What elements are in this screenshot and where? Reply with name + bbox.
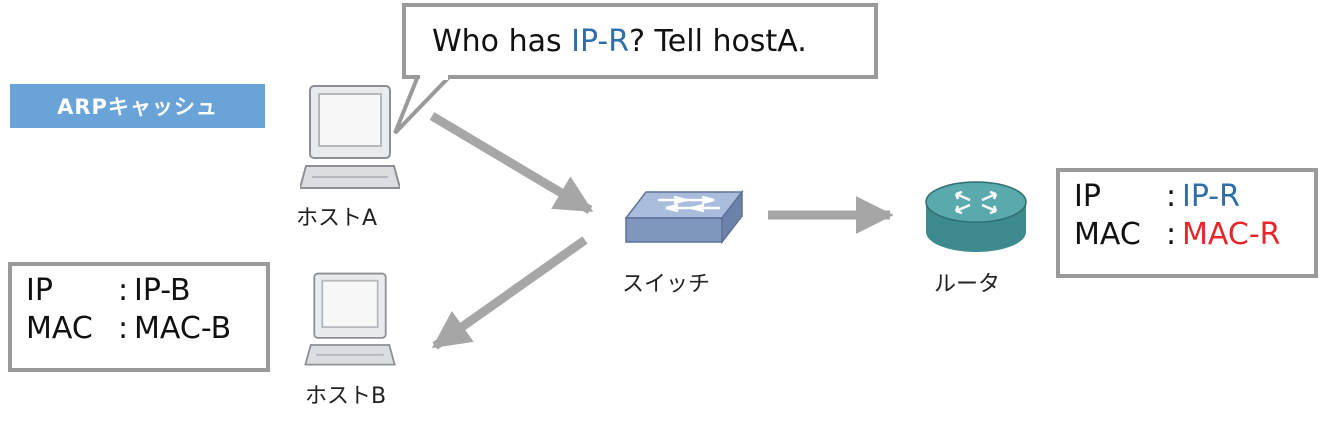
network-switch-icon [624,189,744,245]
request-suffix: ? Tell hostA. [629,23,807,59]
request-prefix: Who has [432,23,572,59]
host-b-ip-value: IP-B [134,273,191,308]
colon: : [1165,179,1177,214]
router-mac-row: MAC : MAC-R [1074,216,1314,254]
host-b-info-box: IP : IP-B MAC : MAC-B [8,262,270,372]
arp-request-bubble: Who has IP-R? Tell hostA. [402,3,878,79]
router-ip-key: IP [1074,179,1101,214]
router-ip-value: IP-R [1182,179,1240,214]
colon: : [1165,217,1177,252]
host-b-mac-row: MAC : MAC-B [26,310,266,348]
router-info-box: IP : IP-R MAC : MAC-R [1056,168,1318,278]
colon: : [117,311,129,346]
bubble-tail-joint [420,74,448,80]
arrow-switch-to-hostb [431,236,588,350]
arp-cache-label: ARPキャッシュ [57,95,218,119]
host-b-label: ホストB [305,384,387,409]
router-mac-value: MAC-R [1182,217,1281,252]
host-b-pc-icon [304,272,396,366]
router-icon [925,181,1027,252]
switch-label: スイッチ [622,272,711,297]
arrow-hosta-to-switch [429,112,594,214]
router-ip-row: IP : IP-R [1074,178,1314,216]
host-a-pc-icon [300,85,400,189]
colon: : [117,273,129,308]
host-b-ip-row: IP : IP-B [26,272,266,310]
host-b-mac-value: MAC-B [134,311,232,346]
host-b-ip-key: IP [26,273,53,308]
request-target-ip: IP-R [571,23,630,59]
arp-cache-badge: ARPキャッシュ [10,84,265,128]
router-label: ルータ [934,272,1001,297]
host-a-label: ホストA [296,206,378,231]
host-b-mac-key: MAC [26,311,93,346]
router-mac-key: MAC [1074,217,1141,252]
